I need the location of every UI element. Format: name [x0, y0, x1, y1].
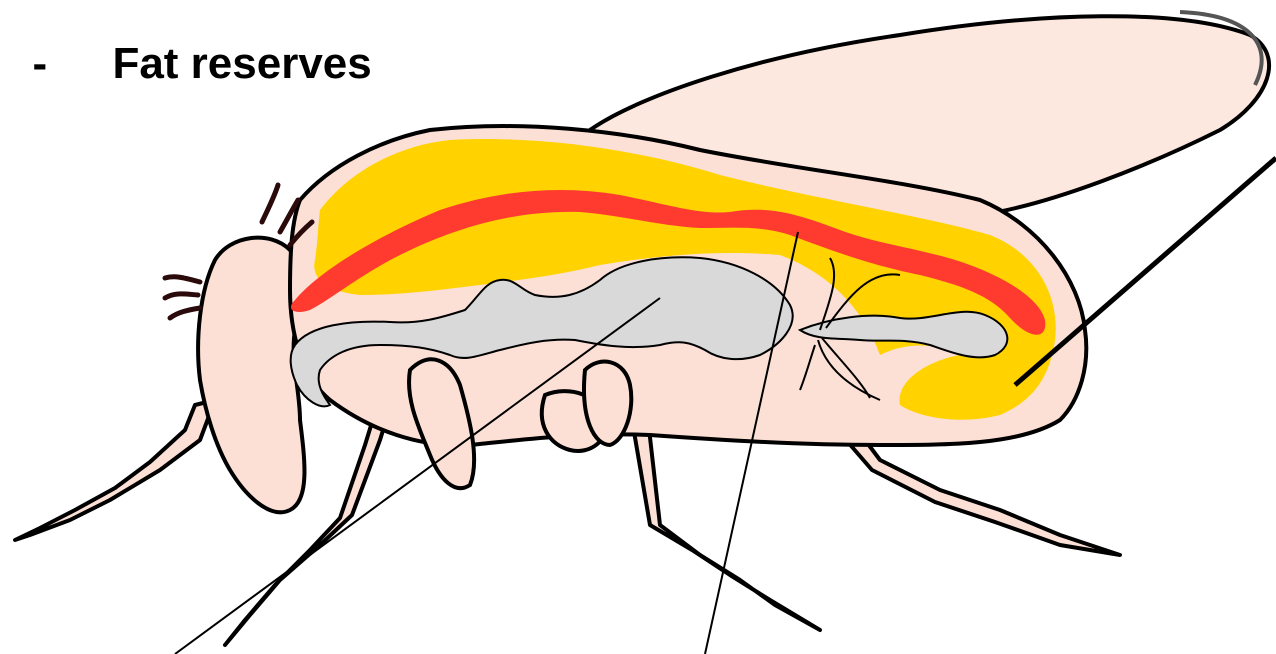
- fly-anatomy-diagram: [0, 0, 1276, 654]
